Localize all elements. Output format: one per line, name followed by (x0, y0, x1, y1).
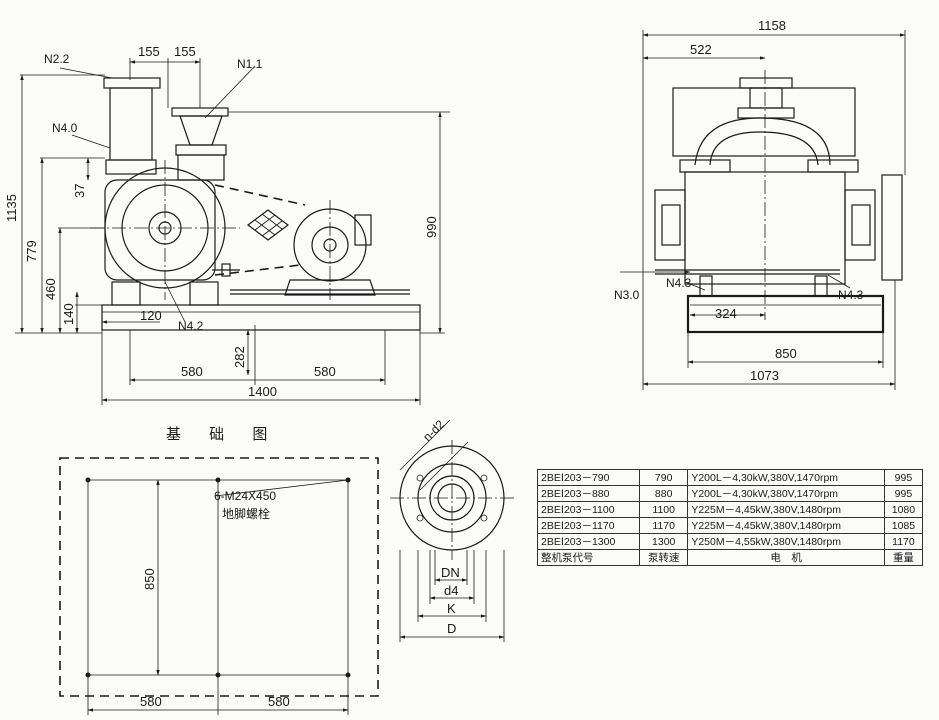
label-n40: N4.0 (52, 121, 78, 135)
label-n30: N3.0 (614, 288, 640, 302)
dim-282: 282 (232, 346, 247, 368)
dim-k: K (447, 601, 456, 616)
table-header-cell: 电 机 (687, 549, 885, 566)
foundation-plan: 基 础 图 6-M24X450 地脚螺栓 850 580 580 (59, 426, 379, 715)
dim-1135: 1135 (4, 194, 19, 222)
dim-580-foundation-left: 580 (140, 694, 162, 709)
dim-1400: 1400 (248, 384, 277, 399)
bolt-spec: 6-M24X450 (214, 489, 276, 503)
table-cell: Y200L－4,30kW,380V,1470rpm (687, 485, 885, 502)
table-cell: 1080 (883, 501, 924, 518)
dim-580-right: 580 (314, 364, 336, 379)
foundation-title: 基 础 图 (166, 426, 279, 443)
label-n11: N1.1 (237, 57, 263, 71)
dim-990: 990 (424, 216, 439, 238)
bolt-name: 地脚螺栓 (222, 506, 270, 521)
label-n43-left: N4.3 (666, 276, 692, 290)
dim-460: 460 (43, 278, 58, 300)
dim-324: 324 (715, 306, 737, 321)
side-view: N2.2 N1.1 N4.0 N4.2 155 155 1135 779 460… (4, 44, 450, 405)
table-cell: 1085 (883, 517, 924, 534)
table-cell: 2BEⅠ203－790 (536, 469, 641, 486)
table-cell: Y225M－4,45kW,380V,1480rpm (687, 501, 885, 518)
table-header-cell: 重量 (883, 549, 924, 566)
table-header-cell: 泵转速 (639, 549, 689, 566)
dim-140: 140 (61, 303, 76, 325)
dim-155-right: 155 (174, 44, 196, 59)
table-cell: 2BEⅠ203－880 (536, 485, 641, 502)
dim-37: 37 (72, 184, 87, 198)
table-cell: 880 (639, 485, 689, 502)
dim-120: 120 (140, 308, 162, 323)
dim-dn: DN (441, 565, 460, 580)
table-header-row: 整机泵代号泵转速电 机重量 (536, 549, 924, 566)
coupling-guard (247, 209, 289, 241)
dim-580-foundation-right: 580 (268, 694, 290, 709)
label-n42: N4.2 (178, 319, 204, 333)
table-cell: 1100 (639, 501, 689, 518)
table-cell: Y250M－4,55kW,380V,1480rpm (687, 533, 885, 550)
table-header-cell: 整机泵代号 (536, 549, 641, 566)
dim-d: D (447, 621, 456, 636)
dim-1158: 1158 (758, 18, 786, 33)
table-cell: 2BEⅠ203－1170 (536, 517, 641, 534)
dim-155-left: 155 (138, 44, 160, 59)
table-cell: Y225M－4,45kW,380V,1480rpm (687, 517, 885, 534)
label-n22: N2.2 (44, 52, 70, 66)
dim-d4: d4 (444, 583, 458, 598)
table-cell: 1170 (639, 517, 689, 534)
dim-522: 522 (690, 42, 712, 57)
table-cell: 995 (883, 469, 924, 486)
table-cell: 995 (883, 485, 924, 502)
table-cell: 2BEⅠ203－1300 (536, 533, 641, 550)
table-cell: 1170 (883, 533, 924, 550)
dim-580-left: 580 (181, 364, 203, 379)
table-cell: 2BEⅠ203－1100 (536, 501, 641, 518)
dim-850-end: 850 (775, 346, 797, 361)
label-n43-right: N4.3 (838, 288, 864, 302)
table-cell: 790 (639, 469, 689, 486)
table-cell: Y200L－4,30kW,380V,1470rpm (687, 469, 885, 486)
table-cell: 1300 (639, 533, 689, 550)
flange-view: n-d2 DN d4 K D (390, 417, 515, 642)
end-view: N3.0 N4.3 N4.3 1158 522 324 850 1073 (614, 18, 906, 390)
dim-850-foundation: 850 (142, 568, 157, 590)
dim-1073: 1073 (750, 368, 779, 383)
dim-779: 779 (24, 240, 39, 262)
label-nd2: n-d2 (420, 417, 447, 444)
